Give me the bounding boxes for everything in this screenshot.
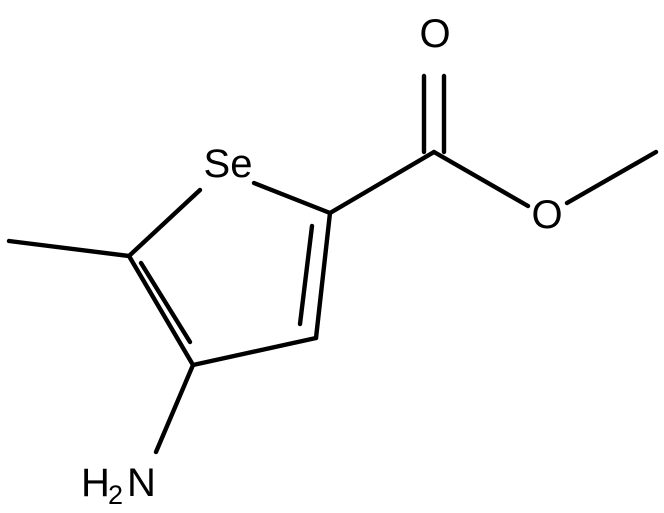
bond-c4-c5 [126, 253, 196, 368]
bond-c2-c3-inner [297, 223, 315, 327]
selenium-atom-label: Se [204, 142, 253, 186]
ester-oxygen-label: O [531, 193, 562, 237]
carbonyl-oxygen-label: O [419, 12, 450, 56]
bond-c2-carbonyl-c [327, 149, 437, 216]
bond-c4-n [153, 362, 196, 455]
amine-hydrogen-count: 2 [108, 480, 123, 510]
bond-c5-methyl [6, 238, 132, 259]
bond-o-methyl [564, 149, 659, 206]
bond-c5-se [126, 187, 203, 259]
bond-se-c2 [251, 180, 333, 216]
amine-hydrogen-label: H [81, 461, 110, 505]
amine-nitrogen-label: N [127, 461, 156, 505]
bond-carbonyl-c-o [431, 149, 531, 209]
bond-c2-c3 [313, 210, 333, 341]
bond-c3-c4 [190, 335, 319, 368]
bond-c4-c5-inner [138, 260, 193, 345]
